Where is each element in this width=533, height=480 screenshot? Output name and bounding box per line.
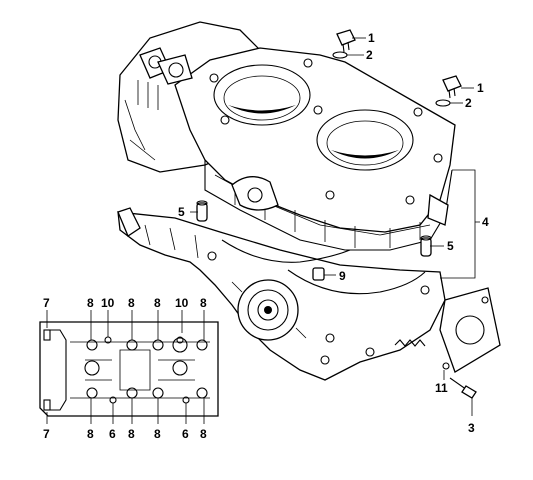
callout-11: 11 [435,381,448,395]
lower-crankcase [117,207,446,381]
inset-label: 10 [101,296,115,310]
callout-9: 9 [339,269,346,283]
inset-label: 8 [128,296,135,310]
inset-bottom-labels: 7 8 8 6 8 8 6 8 [43,427,207,441]
upper-crankcase [117,21,456,251]
inset-label: 8 [200,427,207,441]
callout-1: 1 [368,31,375,45]
inset-label: 7 [43,427,50,441]
leader-lines [46,37,480,424]
washer-icon [435,99,451,107]
inset-top-labels: 7 8 10 8 8 10 8 [43,296,207,310]
plug-screw-icon [442,75,462,92]
washer-icon [332,51,348,59]
callout-5: 5 [447,239,454,253]
inset-label: 8 [87,296,94,310]
inset-label: 6 [109,427,116,441]
inset-label: 8 [154,427,161,441]
callout-3: 3 [468,421,475,435]
plug-screw-icon [336,29,356,46]
inset-label: 8 [200,296,207,310]
drain-plug-icon [312,267,325,281]
cover-plate-icon [439,287,501,373]
inset-label: 8 [128,427,135,441]
dowel-pin-icon [196,202,208,222]
inset-label: 7 [43,296,50,310]
inset-label: 8 [87,427,94,441]
inset-label: 10 [175,296,189,310]
inset-label: 6 [182,427,189,441]
callout-2: 2 [465,96,472,110]
callout-labels: 1 2 1 2 4 5 5 9 11 3 [178,31,489,435]
small-parts [196,29,501,399]
dowel-pin-icon [420,237,432,257]
inset-label: 8 [154,296,161,310]
callout-4: 4 [482,215,489,229]
inset-view [39,321,219,417]
callout-1: 1 [477,81,484,95]
callout-5: 5 [178,205,185,219]
callout-2: 2 [366,48,373,62]
